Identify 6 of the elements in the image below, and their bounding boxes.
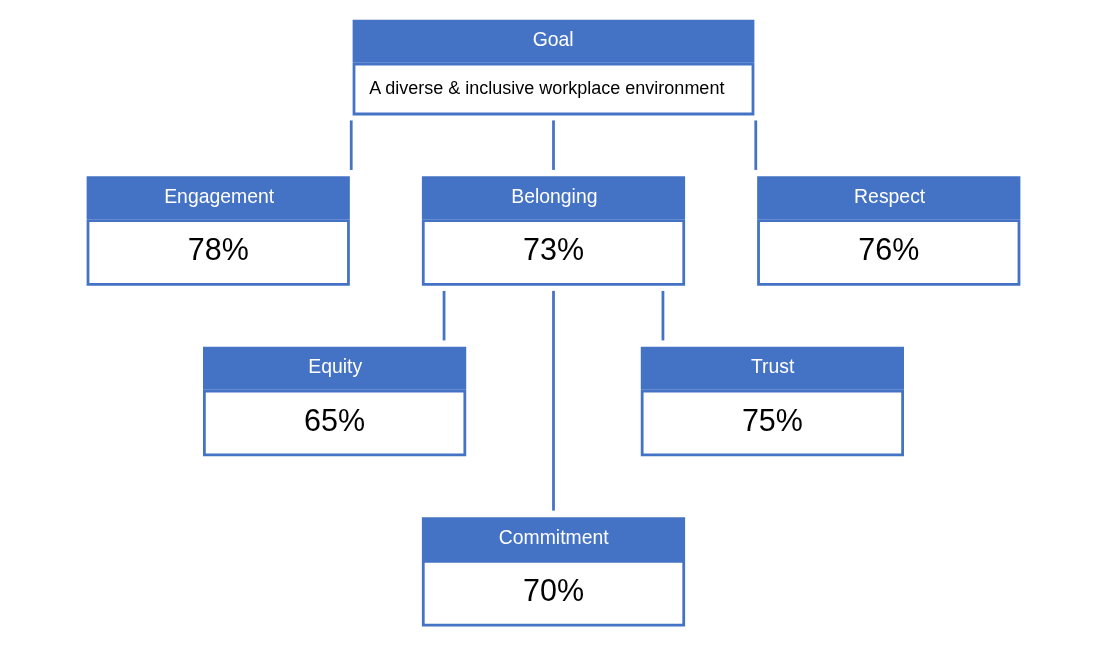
connector <box>552 120 555 170</box>
connector <box>442 290 446 341</box>
connector <box>754 120 758 170</box>
connector <box>349 120 353 170</box>
connector <box>552 290 555 511</box>
connector <box>661 290 665 341</box>
